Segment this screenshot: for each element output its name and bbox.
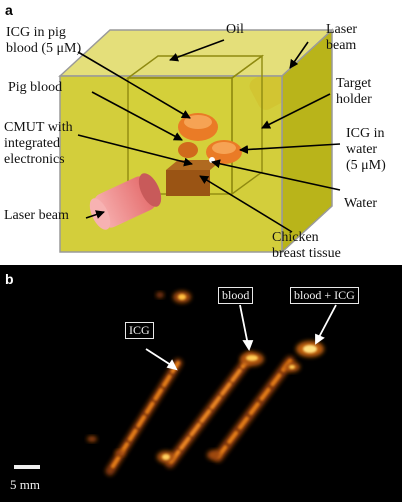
- label-target-holder: Target holder: [336, 76, 372, 107]
- label-water: Water: [344, 196, 378, 211]
- laser-beam-bottom-shape: [89, 173, 162, 230]
- label-icg: ICG: [125, 322, 154, 339]
- label-cmut: CMUT with integrated electronics: [4, 120, 73, 167]
- scale-bar: [14, 465, 40, 469]
- label-blood-icg: blood + ICG: [290, 287, 359, 304]
- panel-b-photoacoustic-image: b: [0, 265, 402, 502]
- panel-b-letter: b: [5, 271, 14, 287]
- label-laser-beam-top: Laser beam: [326, 22, 358, 53]
- photoacoustic-image: [14, 291, 337, 476]
- panel-a-letter: a: [5, 2, 13, 18]
- label-pig-blood: Pig blood: [8, 80, 63, 95]
- label-icg-water: ICG in water (5 μM): [346, 126, 386, 173]
- target-tubes: [178, 113, 242, 164]
- callout-arrows: [77, 39, 341, 233]
- label-chicken-breast: Chicken breast tissue: [272, 230, 341, 261]
- phantom-diagram: [58, 28, 341, 254]
- label-arrows: [145, 304, 337, 371]
- label-laser-beam-bottom: Laser beam: [4, 208, 69, 223]
- scale-bar-label: 5 mm: [10, 477, 40, 492]
- hotspots: [87, 291, 324, 463]
- tube-signals: [105, 352, 295, 476]
- label-oil: Oil: [226, 22, 244, 37]
- label-icg-pig-blood: ICG in pig blood (5 μM): [6, 25, 82, 56]
- panel-a-diagram: a: [4, 2, 386, 261]
- chicken-tissue-shape: [166, 160, 222, 196]
- label-blood: blood: [218, 287, 254, 304]
